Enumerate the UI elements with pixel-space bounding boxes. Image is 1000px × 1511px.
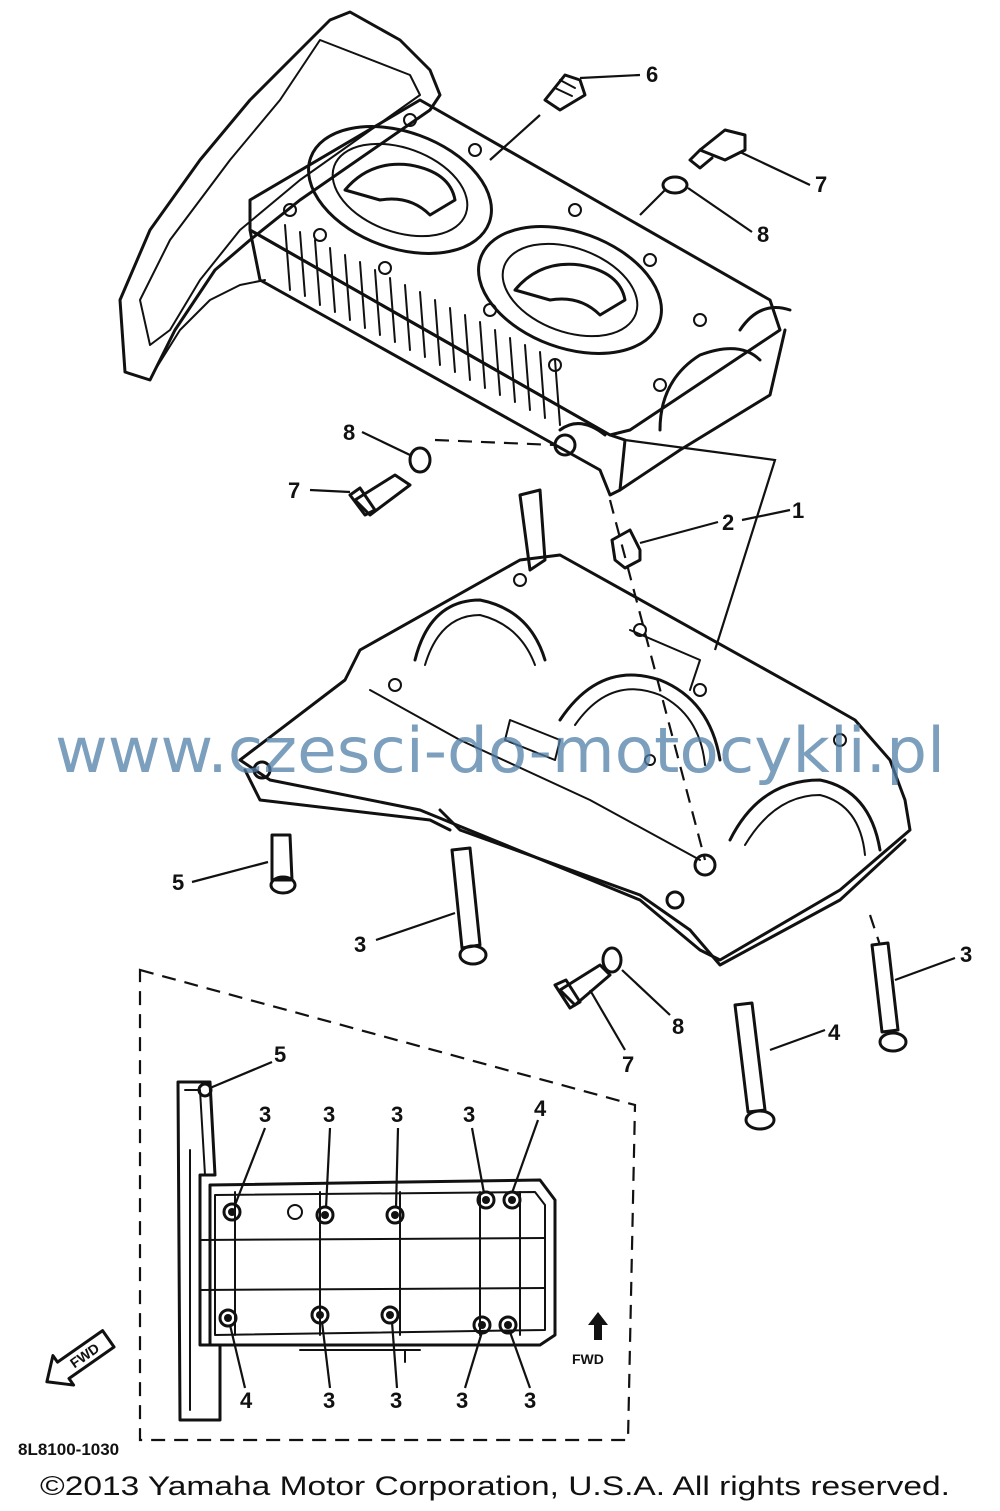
callout-7-lower: 7	[622, 1052, 634, 1077]
callout-7-top: 7	[815, 172, 827, 197]
callout-3-left: 3	[354, 932, 366, 957]
callout-8-top: 8	[757, 222, 769, 247]
copyright-notice: ©2013 Yamaha Motor Corporation, U.S.A. A…	[40, 1471, 950, 1501]
callout-5-main: 5	[172, 870, 184, 895]
main-callout-labels: 6 7 8 8 7 2 1 5 3 3 8 7 4	[172, 62, 972, 1077]
inset-callout-3-d: 3	[463, 1102, 475, 1127]
callout-6: 6	[646, 62, 658, 87]
watermark: www.czesci-do-motocykli.pl	[55, 714, 945, 787]
callout-leaders	[191, 73, 956, 1052]
fwd-arrow-inset: FWD	[572, 1312, 608, 1367]
callout-2: 2	[722, 510, 734, 535]
callout-4-main: 4	[828, 1020, 841, 1045]
callout-8-mid: 8	[343, 420, 355, 445]
callout-3-right: 3	[960, 942, 972, 967]
callout-8-lower: 8	[672, 1014, 684, 1039]
inset-callout-3-f: 3	[390, 1388, 402, 1413]
inset-callout-3-c: 3	[391, 1102, 403, 1127]
callout-7-mid: 7	[288, 478, 300, 503]
inset-callout-4-bottom: 4	[240, 1388, 253, 1413]
fasteners	[269, 73, 908, 1131]
arrow-left-icon	[45, 1329, 116, 1387]
inset-callout-3-e: 3	[323, 1388, 335, 1413]
fwd-label-inset: FWD	[572, 1351, 604, 1367]
inset-bottom-view	[138, 968, 637, 1442]
inset-callout-5: 5	[274, 1042, 286, 1067]
arrow-up-icon	[588, 1312, 608, 1340]
upper-crankcase	[118, 10, 792, 497]
lower-crankcase	[238, 488, 912, 967]
part-code: 8L8100-1030	[18, 1440, 119, 1459]
callout-1: 1	[792, 498, 804, 523]
assembly-lines	[434, 438, 882, 946]
inset-callout-labels: 5 3 3 3 3 4 4 3 3 3 3	[240, 1042, 547, 1413]
inset-callout-3-h: 3	[524, 1388, 536, 1413]
inset-callout-4-top: 4	[534, 1096, 547, 1121]
inset-callout-3-b: 3	[323, 1102, 335, 1127]
fwd-arrow-main: FWD	[45, 1329, 116, 1387]
inset-callout-3-g: 3	[456, 1388, 468, 1413]
inset-callout-3-a: 3	[259, 1102, 271, 1127]
